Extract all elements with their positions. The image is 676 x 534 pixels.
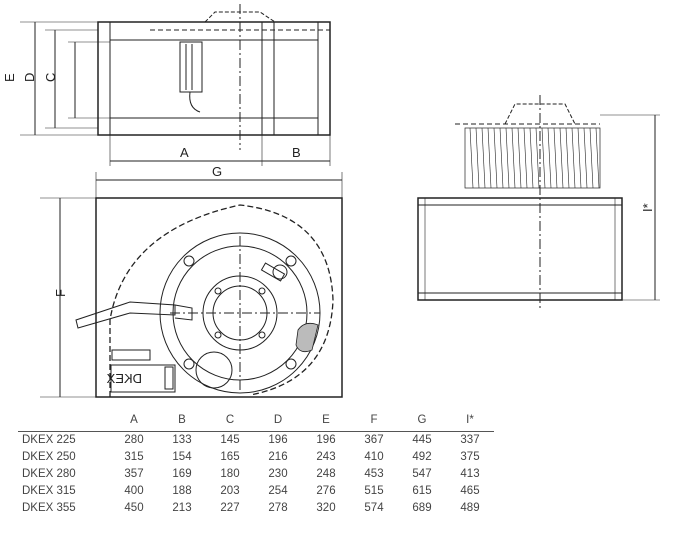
table-cell: 280	[124, 434, 144, 446]
table-cell: 243	[316, 451, 336, 463]
fan-blade	[529, 127, 534, 189]
fan-blade	[493, 127, 498, 189]
header-col: B	[158, 414, 206, 432]
header-col: E	[302, 414, 350, 432]
table-cell: 410	[364, 451, 384, 463]
table-cell: 574	[364, 502, 384, 514]
fan-blade	[499, 127, 504, 189]
table-cell: 216	[268, 451, 288, 463]
header-col: I*	[446, 414, 494, 432]
fan-blade	[517, 127, 522, 189]
table-header-row: A B C D E F G I*	[18, 414, 494, 432]
fan-blade	[577, 127, 582, 189]
table-cell: 489	[460, 502, 480, 514]
top-view	[20, 4, 343, 198]
table-row: DKEX 250 315 154 165 216 243 410 492 375	[18, 449, 494, 466]
fan-blade	[541, 127, 546, 189]
table-cell: 196	[268, 434, 288, 446]
fan-blade	[469, 127, 474, 189]
dim-label-d: D	[22, 73, 37, 82]
table-cell: 278	[268, 502, 288, 514]
dimensions-table: A B C D E F G I* DKEX 225 280 133 145 196 196…	[18, 414, 494, 517]
technical-drawing: E D C A B G DKEX F	[2, 4, 660, 398]
table-row: DKEX 315 400 188 203 254 276 515 615 465	[18, 483, 494, 500]
header-col: F	[350, 414, 398, 432]
table-cell: 145	[220, 434, 240, 446]
fan-blade	[583, 127, 588, 189]
side-view	[417, 95, 660, 310]
fan-blade	[511, 127, 516, 189]
fan-blade	[571, 127, 576, 189]
table-cell: 254	[268, 485, 288, 497]
table-cell: 213	[172, 502, 192, 514]
model-name: DKEX 250	[22, 451, 76, 463]
table-cell: 315	[124, 451, 144, 463]
table-cell: 689	[412, 502, 432, 514]
table-row: DKEX 280 357 169 180 230 248 453 547 413	[18, 466, 494, 483]
table-cell: 276	[316, 485, 336, 497]
fan-blade	[553, 127, 558, 189]
fan-blade	[481, 127, 486, 189]
table-cell: 445	[412, 434, 432, 446]
table-cell: 515	[364, 485, 384, 497]
dim-label-g: G	[212, 164, 222, 179]
dim-label-b: B	[292, 145, 301, 160]
fan-blade	[475, 127, 480, 189]
fan-blade	[589, 127, 594, 189]
table-cell: 227	[220, 502, 240, 514]
table-cell: 375	[460, 451, 480, 463]
fan-blade	[559, 127, 564, 189]
dim-label-c: C	[43, 73, 58, 82]
table-cell: 453	[364, 468, 384, 480]
table-row: DKEX 225 280 133 145 196 196 367 445 337	[18, 432, 494, 450]
dim-label-i: I*	[640, 203, 655, 212]
table-cell: 180	[220, 468, 240, 480]
table-cell: 154	[172, 451, 192, 463]
dim-label-e: E	[2, 73, 17, 82]
front-view	[40, 197, 343, 398]
table-cell: 188	[172, 485, 192, 497]
table-cell: 203	[220, 485, 240, 497]
table-cell: 492	[412, 451, 432, 463]
model-name: DKEX 225	[22, 434, 76, 446]
table-cell: 465	[460, 485, 480, 497]
dim-label-f: F	[53, 289, 68, 297]
header-model	[18, 414, 110, 432]
model-name: DKEX 280	[22, 468, 76, 480]
fan-blade	[535, 127, 540, 189]
table-cell: 413	[460, 468, 480, 480]
table-cell: 615	[412, 485, 432, 497]
fan-blade	[505, 127, 510, 189]
table-cell: 169	[172, 468, 192, 480]
table-cell: 133	[172, 434, 192, 446]
model-name: DKEX 355	[22, 502, 76, 514]
table-cell: 337	[460, 434, 480, 446]
table-row: DKEX 355 450 213 227 278 320 574 689 489	[18, 500, 494, 517]
table-cell: 230	[268, 468, 288, 480]
table-cell: 165	[220, 451, 240, 463]
header-col: A	[110, 414, 158, 432]
table-cell: 248	[316, 468, 336, 480]
table-cell: 450	[124, 502, 144, 514]
table-cell: 196	[316, 434, 336, 446]
table-cell: 320	[316, 502, 336, 514]
fan-blade	[487, 127, 492, 189]
nameplate-text: DKEX	[106, 371, 142, 386]
table-cell: 547	[412, 468, 432, 480]
fan-blade	[547, 127, 552, 189]
table-cell: 400	[124, 485, 144, 497]
fan-blade	[565, 127, 570, 189]
header-col: D	[254, 414, 302, 432]
fan-blade	[595, 127, 600, 189]
table-cell: 357	[124, 468, 144, 480]
dim-label-a: A	[180, 145, 189, 160]
table-cell: 367	[364, 434, 384, 446]
fan-blade	[523, 127, 528, 189]
header-col: C	[206, 414, 254, 432]
model-name: DKEX 315	[22, 485, 76, 497]
header-col: G	[398, 414, 446, 432]
